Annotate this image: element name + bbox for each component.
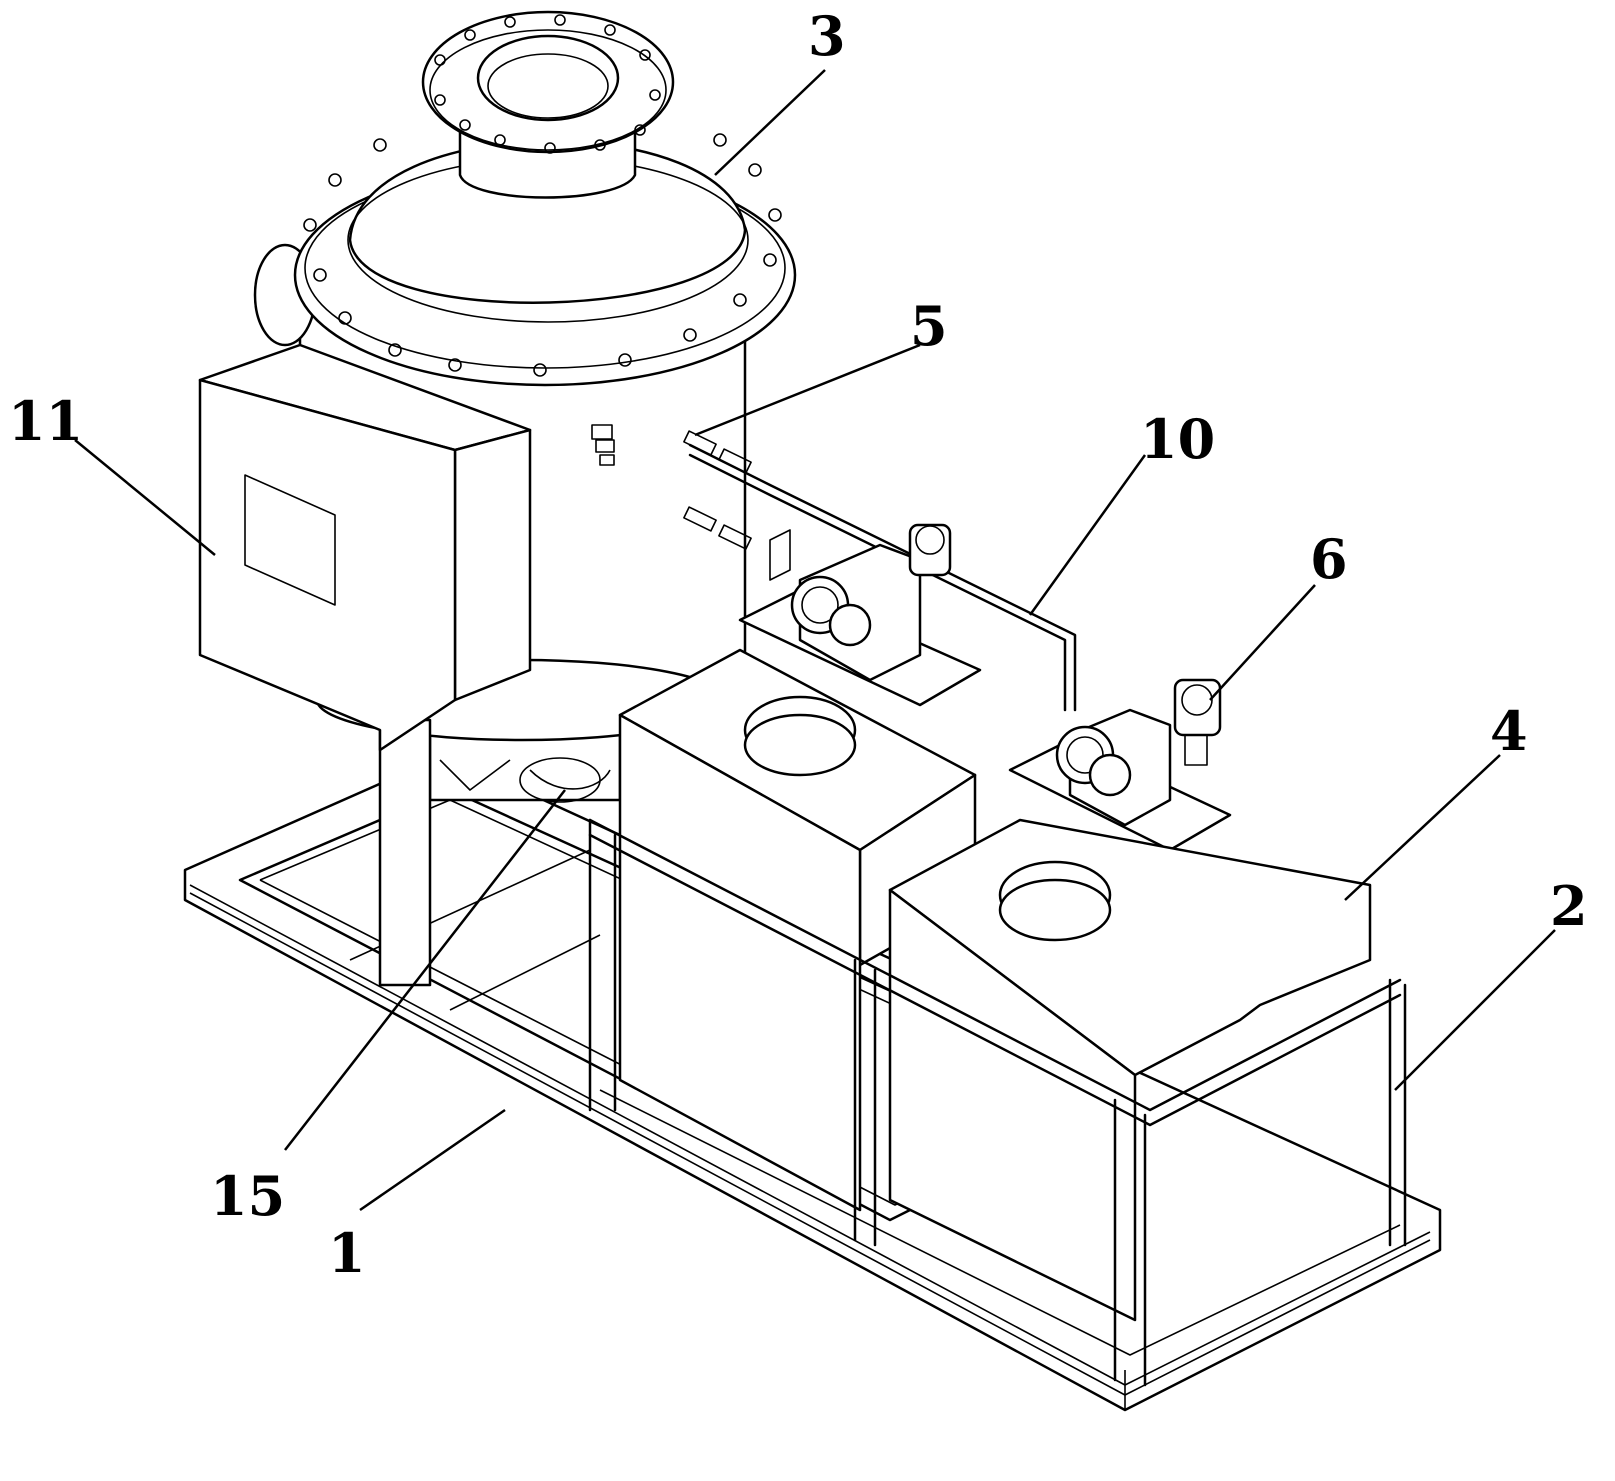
control-box xyxy=(198,343,532,987)
tank-2 xyxy=(888,818,1372,1322)
leader-6 xyxy=(1209,584,1316,701)
callout-5: 5 xyxy=(910,294,948,358)
callout-labels: 3 5 10 6 4 2 11 15 1 xyxy=(8,4,1588,1285)
pipework xyxy=(683,430,1232,852)
callout-4: 4 xyxy=(1490,699,1528,763)
leader-3 xyxy=(714,69,826,176)
leader-1 xyxy=(359,1108,506,1212)
callout-15: 15 xyxy=(210,1164,285,1228)
leader-lines xyxy=(74,69,1556,1212)
callout-2: 2 xyxy=(1550,874,1588,938)
leader-5 xyxy=(694,343,921,437)
leader-11 xyxy=(74,439,216,556)
leader-15 xyxy=(284,789,566,1151)
leader-2 xyxy=(1394,929,1556,1091)
callout-6: 6 xyxy=(1310,527,1348,591)
callout-1: 1 xyxy=(328,1221,366,1285)
callout-11: 11 xyxy=(8,389,83,453)
leader-4 xyxy=(1344,754,1501,901)
leader-10 xyxy=(1028,454,1147,616)
callout-3: 3 xyxy=(808,4,846,68)
callout-10: 10 xyxy=(1140,407,1215,471)
tank-rack xyxy=(588,818,1407,1387)
